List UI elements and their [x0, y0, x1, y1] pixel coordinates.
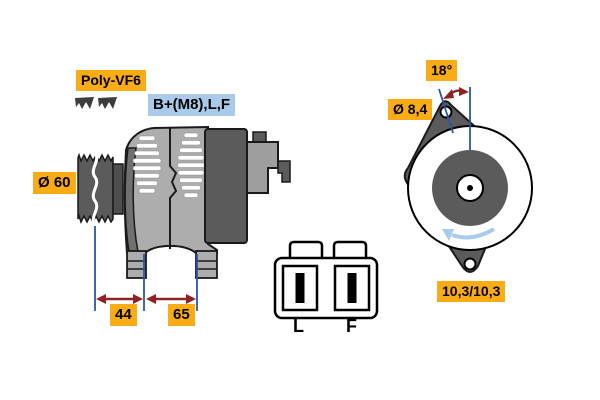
connector-pin-l: [295, 273, 305, 303]
belt-profile-icon: [98, 97, 117, 109]
belt-profile-icon: [75, 97, 94, 109]
vent-slots-rear: [177, 132, 205, 198]
dimension-65-label: 65: [168, 304, 195, 326]
angle-dimension: [438, 87, 471, 150]
mounting-feet: [126, 250, 218, 279]
rear-housing: [204, 128, 248, 244]
dimension-lines: [94, 226, 198, 311]
connector-pin-l-label: L: [293, 316, 304, 336]
dimension-arrow-44: [96, 294, 143, 304]
dimension-44-label: 44: [110, 304, 137, 326]
terminal-side-tab: [277, 160, 291, 183]
connector-pin-f-label: F: [346, 316, 357, 336]
front-view: [403, 87, 533, 273]
dimension-arrow-65: [146, 294, 196, 304]
connector-pin-f: [347, 273, 357, 303]
vent-slots-front: [132, 135, 162, 194]
side-view: [77, 125, 291, 279]
mounting-hole-bottom: [463, 257, 477, 271]
shaft-center: [467, 185, 473, 191]
shaft-spacer: [112, 163, 124, 215]
mount-hole-widths-label: 10,3/10,3: [437, 281, 506, 302]
rotation-direction-arrow-icon: [442, 227, 496, 241]
terminal-spec-label: B+(M8),L,F: [148, 94, 236, 116]
belt-profile-icons: [75, 97, 117, 109]
terminal-block: [246, 141, 279, 194]
pulley-break-line: [91, 152, 99, 226]
connector-detail: [273, 240, 379, 320]
mount-hole-diameter-label: Ø 8,4: [388, 99, 433, 120]
connector-latch-left: [288, 240, 324, 257]
pulley-diameter-label: Ø 60: [33, 172, 76, 194]
housing-parting-line: [169, 128, 178, 249]
mount-angle-label: 18°: [426, 60, 458, 81]
belt-type-label: Poly-VF6: [76, 70, 146, 91]
connector-latch-right: [332, 240, 368, 257]
